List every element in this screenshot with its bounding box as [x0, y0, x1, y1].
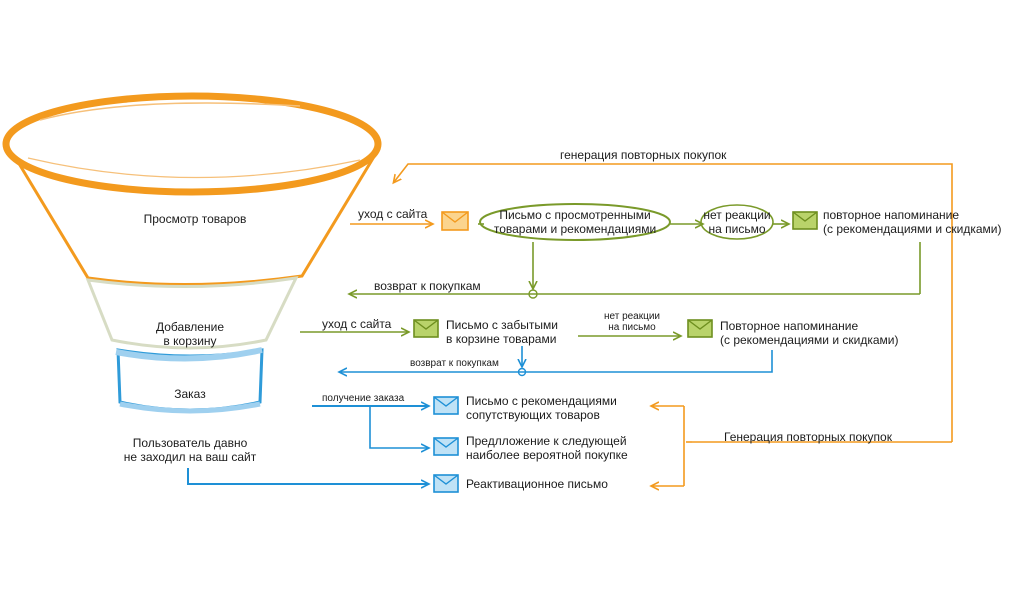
funnel-rim	[2, 92, 382, 196]
row3-email2-label: Предлложение к следующей наиболее вероят…	[466, 434, 628, 462]
row1-reminder-line1: повторное напоминание	[823, 208, 960, 222]
row1-exit-label: уход с сайта	[358, 207, 428, 221]
envelope-icon	[792, 211, 818, 230]
row2-return-label: возврат к покупкам	[410, 358, 499, 369]
funnel-level2-label: Добавление в корзину	[110, 320, 270, 348]
row1-email-line1: Письмо с просмотренными	[499, 208, 651, 222]
envelope-icon	[413, 319, 439, 338]
top-loop	[394, 163, 953, 442]
row1-lines	[350, 203, 921, 298]
row3-email1-label: Письмо с рекомендациями сопутствующих то…	[466, 394, 617, 422]
row3-email1-line1: Письмо с рекомендациями	[466, 394, 617, 408]
row2-email-line1: Письмо с забытыми	[446, 318, 558, 332]
row2-email-label: Письмо с забытыми в корзине товарами	[446, 318, 558, 346]
envelope-icon	[433, 474, 459, 493]
row1-reminder-label: повторное напоминание (с рекомендациями …	[823, 208, 1001, 236]
inactive-user-line2: не заходил на ваш сайт	[123, 450, 257, 464]
top-loop-label: генерация повторных покупок	[560, 148, 727, 162]
envelope-icon	[441, 211, 469, 231]
envelope-icon	[687, 319, 713, 338]
row1-noreaction-line2: на письмо	[708, 222, 766, 236]
funnel-level3-label: Заказ	[174, 387, 206, 401]
row1-email-oval	[479, 203, 671, 241]
row2-noreaction-label: нет реакции на письмо	[596, 311, 668, 333]
row2-lines	[300, 332, 773, 376]
order-received-label: получение заказа	[322, 393, 405, 404]
row1-return-label: возврат к покупкам	[374, 279, 481, 293]
row1-noreaction-label: нет реакции на письмо	[700, 208, 774, 236]
funnel-level2-line1: Добавление	[156, 320, 224, 334]
row3-email1-line2: сопутствующих товаров	[466, 408, 600, 422]
funnel-level2-line2: в корзину	[163, 334, 217, 348]
row2-reminder-line1: Повторное напоминание	[720, 319, 859, 333]
row2-reminder-line2: (с рекомендациями и скидками)	[720, 333, 899, 347]
row3-email3-label: Реактивационное письмо	[466, 477, 608, 491]
row1-email-label: Письмо с просмотренными товарами и реком…	[480, 208, 670, 236]
row3-email2-line2: наиболее вероятной покупке	[466, 448, 628, 462]
row2-email-line2: в корзине товарами	[446, 332, 557, 346]
row2-noreaction-line1: нет реакции	[603, 311, 661, 322]
repeat-purchase-label: Генерация повторных покупок	[724, 430, 892, 444]
row1-reminder-line2: (с рекомендациями и скидками)	[823, 222, 1002, 236]
envelope-icon	[433, 396, 459, 415]
row2-noreaction-line2: на письмо	[608, 322, 656, 333]
row2-reminder-label: Повторное напоминание (с рекомендациями …	[720, 319, 898, 347]
row3-email2-line1: Предлложение к следующей	[466, 434, 627, 448]
inactive-user-line1: Пользователь давно	[132, 436, 248, 450]
row1-noreaction-line1: нет реакции	[703, 208, 771, 222]
envelope-icon	[433, 437, 459, 456]
funnel-level1-label: Просмотр товаров	[143, 212, 247, 226]
funnel-level-cart	[85, 276, 299, 350]
row2-exit-label: уход с сайта	[322, 317, 392, 331]
row1-noreaction-oval	[700, 204, 774, 240]
row3-lines	[187, 406, 952, 486]
row1-email-line2: товарами и рекомендациями	[493, 222, 657, 236]
funnel	[2, 92, 382, 414]
inactive-user-label: Пользователь давно не заходил на ваш сай…	[110, 436, 270, 464]
